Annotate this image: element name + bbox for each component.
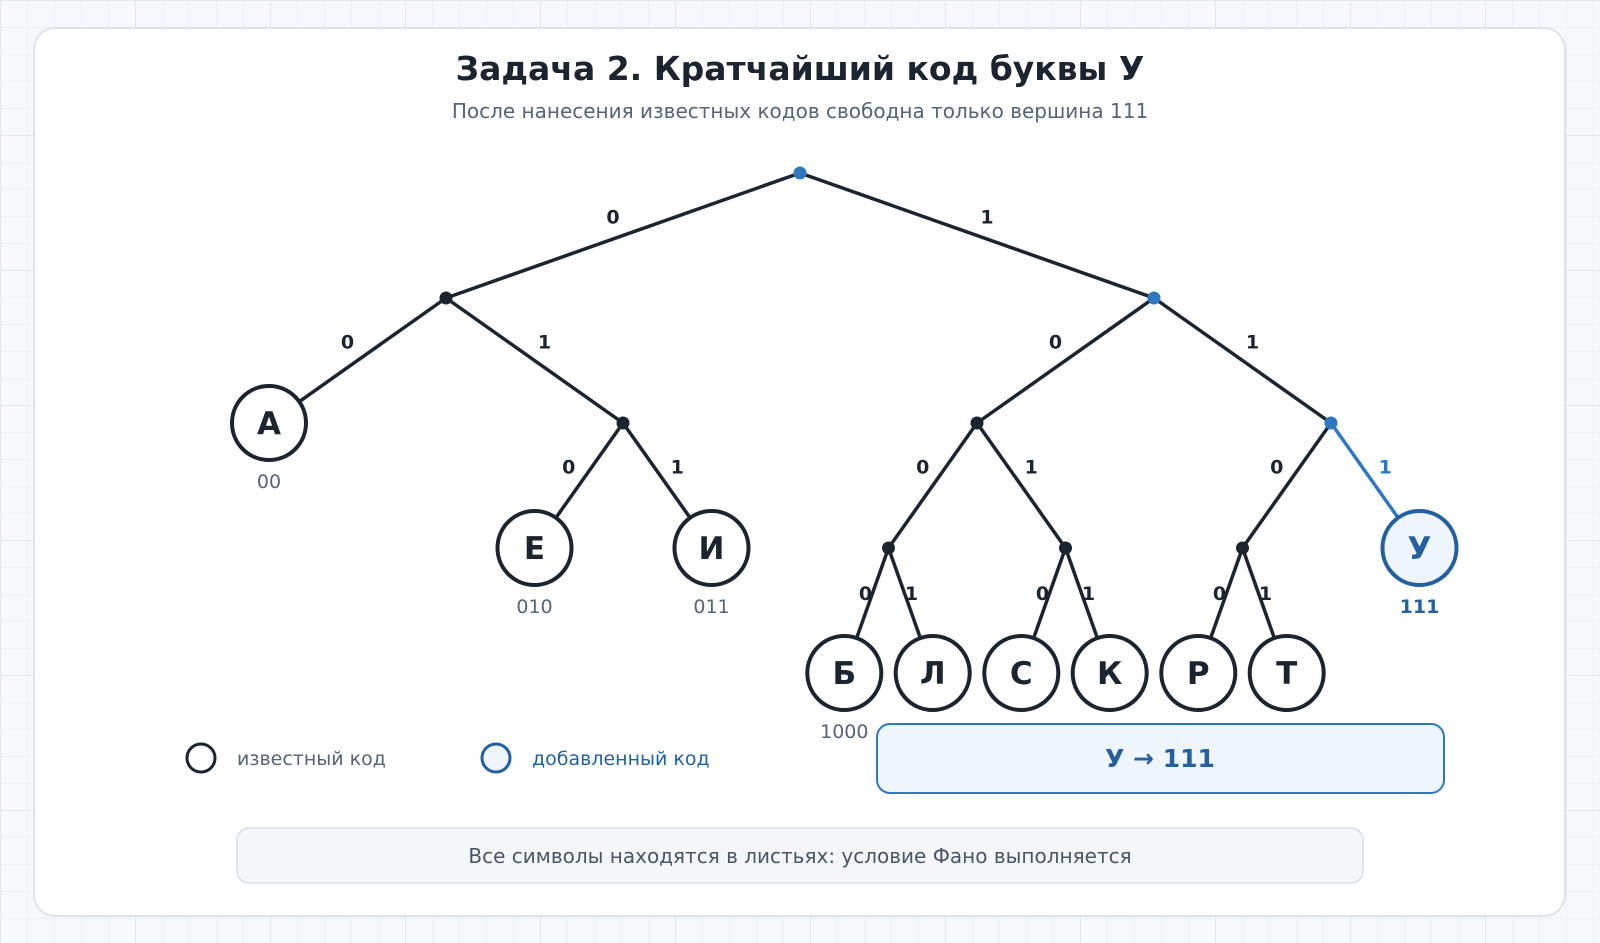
- leaf-code-1000: 1000: [820, 721, 868, 743]
- inner-node-0: [439, 291, 453, 305]
- tree-edge-labels: 0 1 1 0 1 0 1 0 0 0 1 0 1 0 1 0 1 1: [341, 207, 1392, 606]
- edge-label-1010: 0: [1036, 583, 1049, 605]
- leaf-node-00: [230, 384, 308, 462]
- leaf-code-011: 011: [693, 596, 729, 618]
- edge-1100: [1208, 546, 1245, 640]
- edge-010: [554, 421, 625, 520]
- fano-note-text: Все символы находятся в листьях: условие…: [468, 844, 1131, 868]
- fano-note: Все символы находятся в листьях: условие…: [236, 827, 1364, 884]
- edge-101: [975, 421, 1068, 550]
- leaf-letter-111: У: [1408, 531, 1432, 567]
- leaf-letter-1001: Л: [920, 656, 946, 692]
- diagram-title: Задача 2. Кратчайший код буквы У: [456, 49, 1145, 88]
- legend-known-swatch: [185, 742, 217, 774]
- leaf-letter-010: Е: [524, 531, 545, 567]
- leaf-node-1001: [893, 634, 972, 712]
- edge-1001: [886, 546, 923, 640]
- inner-node-100: [882, 541, 895, 555]
- edge-label-111: 1: [1379, 457, 1392, 479]
- leaf-node-1101: [1247, 634, 1326, 712]
- inner-node-101: [1059, 541, 1072, 555]
- leaf-letter-1000: Б: [832, 656, 856, 692]
- tree-edges: [297, 171, 1400, 640]
- leaf-letter-1011: К: [1097, 656, 1122, 692]
- edge-label-11: 1: [1246, 332, 1259, 354]
- leaf-node-1100: [1159, 634, 1238, 712]
- edge-100: [886, 421, 979, 550]
- result-box: У → 111: [876, 723, 1445, 794]
- leaf-code-00: 00: [257, 471, 281, 493]
- inner-node-01: [616, 416, 630, 430]
- edge-label-100: 0: [916, 457, 929, 479]
- edge-0: [444, 171, 802, 300]
- edge-label-1101: 1: [1259, 583, 1272, 605]
- edge-label-110: 0: [1270, 457, 1283, 479]
- edge-label-01: 1: [538, 332, 551, 354]
- edge-011: [621, 421, 692, 520]
- edge-11: [1152, 296, 1333, 425]
- leaf-letter-1100: Р: [1187, 656, 1210, 692]
- result-box-frame: [876, 723, 1445, 794]
- edge-00: [297, 296, 448, 404]
- inner-node-10: [970, 416, 984, 430]
- fano-note-frame: [236, 827, 1364, 884]
- inner-node-1: [1147, 291, 1161, 305]
- leaf-node-1000: [805, 634, 884, 712]
- leaf-letter-011: И: [699, 531, 725, 567]
- leaf-letter-1010: С: [1010, 656, 1033, 692]
- edge-01: [444, 296, 625, 425]
- leaf-node-1010: [982, 634, 1061, 712]
- legend-added-swatch: [480, 742, 512, 774]
- edge-1010: [1031, 546, 1068, 640]
- leaf-node-011: [672, 509, 751, 587]
- leaf-letter-1101: Т: [1276, 656, 1297, 692]
- inner-node-root: [793, 166, 807, 180]
- edge-label-1000: 0: [859, 583, 872, 605]
- tree-inner-nodes: [439, 166, 1338, 555]
- legend: известный код добавленный код: [185, 742, 710, 774]
- inner-node-11: [1324, 416, 1338, 430]
- edge-label-1011: 1: [1082, 583, 1095, 605]
- edge-label-10: 0: [1049, 332, 1062, 354]
- edge-label-101: 1: [1025, 457, 1038, 479]
- inner-node-110: [1236, 541, 1249, 555]
- edge-label-1: 1: [980, 207, 993, 229]
- edge-label-011: 1: [671, 457, 684, 479]
- edge-label-1100: 0: [1213, 583, 1226, 605]
- legend-known-label: известный код: [237, 748, 386, 770]
- edge-1: [798, 171, 1156, 300]
- edge-label-1001: 1: [905, 583, 918, 605]
- leaf-letter-00: А: [257, 406, 281, 442]
- legend-added-label: добавленный код: [532, 748, 710, 770]
- edge-label-00: 0: [341, 332, 354, 354]
- leaf-node-111: [1380, 509, 1459, 587]
- edge-1011: [1063, 546, 1100, 640]
- edge-110: [1240, 421, 1333, 550]
- diagram-subtitle: После нанесения известных кодов свободна…: [452, 99, 1148, 123]
- edge-label-0: 0: [606, 207, 619, 229]
- leaf-code-111: 111: [1400, 596, 1440, 618]
- edge-1000: [854, 546, 891, 640]
- leaf-node-010: [495, 509, 574, 587]
- edge-111: [1329, 421, 1400, 520]
- edge-label-010: 0: [562, 457, 575, 479]
- leaf-node-1011: [1070, 634, 1149, 712]
- leaf-code-010: 010: [516, 596, 552, 618]
- edge-10: [975, 296, 1156, 425]
- result-text: У → 111: [1105, 744, 1215, 773]
- edge-1101: [1240, 546, 1277, 640]
